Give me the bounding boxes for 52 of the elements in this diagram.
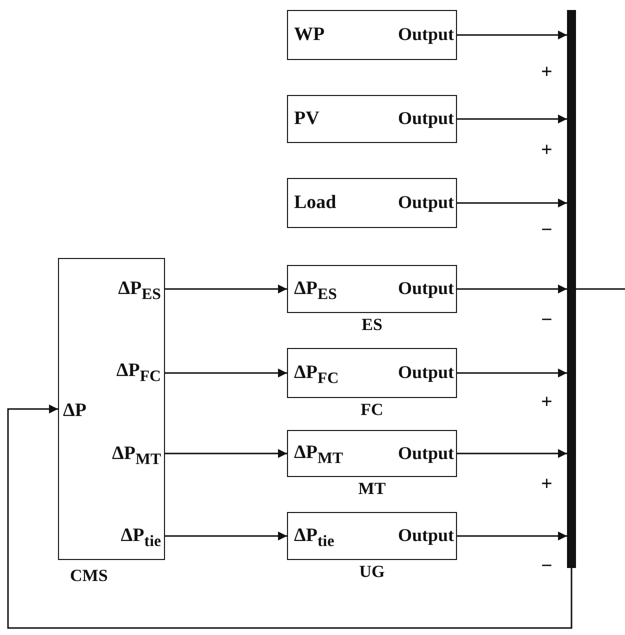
controller-block <box>58 258 165 560</box>
source-block <box>287 512 457 560</box>
arrow <box>457 198 567 208</box>
bus-bar <box>567 10 576 568</box>
port-label: Output <box>398 526 454 544</box>
block-label: ΔP$_{FC}$ <box>294 362 339 386</box>
signal-label: ΔP$_{tie}$ <box>120 526 161 550</box>
block-label: Load <box>294 192 336 212</box>
port-label: Output <box>398 444 454 462</box>
sign-label: − <box>541 310 552 330</box>
signal-label: ΔP$_{FC}$ <box>116 361 161 385</box>
source-block <box>287 430 457 477</box>
block-caption: CMS <box>70 566 108 586</box>
source-block <box>287 178 457 228</box>
arrow <box>165 368 287 378</box>
signal-label: ΔP$_{ES}$ <box>118 279 161 303</box>
arrow <box>457 30 567 40</box>
block-caption: ES <box>362 315 382 335</box>
arrow <box>457 532 567 540</box>
block-label: ΔP$_{tie}$ <box>294 526 334 550</box>
source-block <box>287 10 457 60</box>
sign-label: − <box>541 220 552 240</box>
block-caption: MT <box>358 479 386 499</box>
port-label: Output <box>398 109 454 128</box>
arrow <box>457 449 567 458</box>
source-block <box>287 348 457 398</box>
port-label: Output <box>398 193 454 212</box>
arrow <box>165 284 287 294</box>
arrow <box>7 404 572 629</box>
sign-label: + <box>541 140 552 160</box>
port-label: Output <box>398 25 454 44</box>
signal-label: ΔP$_{MT}$ <box>112 444 161 468</box>
block-label: PV <box>294 108 320 128</box>
block-label: ΔP$_{MT}$ <box>294 443 344 467</box>
source-block <box>287 95 457 143</box>
signal-label: ΔP <box>63 401 87 420</box>
sign-label: − <box>541 556 552 576</box>
source-block <box>287 265 457 313</box>
arrow <box>457 284 567 294</box>
block-label: ΔP$_{ES}$ <box>294 278 337 302</box>
block-caption: UG <box>359 562 385 582</box>
sign-label: + <box>541 392 552 412</box>
port-label: Output <box>398 279 454 298</box>
sign-label: + <box>541 474 552 494</box>
port-label: Output <box>398 363 454 382</box>
arrow <box>165 449 287 458</box>
block-caption: FC <box>360 400 384 420</box>
arrow <box>457 368 567 378</box>
block-label: WP <box>294 24 325 44</box>
arrow <box>457 114 567 124</box>
arrow <box>165 532 287 540</box>
sign-label: + <box>541 62 552 82</box>
